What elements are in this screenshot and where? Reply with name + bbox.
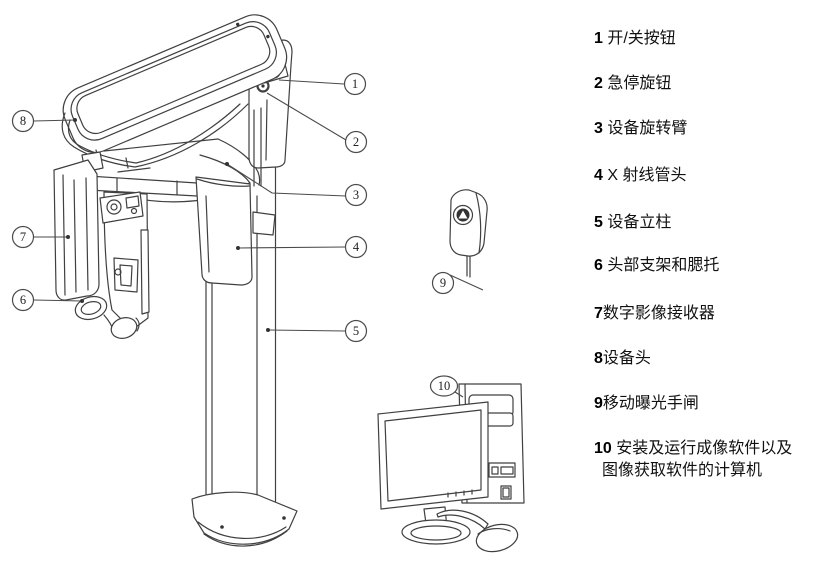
legend-label: 头部支架和腮托 [602, 257, 720, 274]
callout-6: 6 [11, 288, 35, 312]
legend-number: 7 [594, 305, 603, 322]
radiation-exposure-button-icon [452, 204, 474, 226]
legend-label: 设备立柱 [602, 214, 672, 231]
legend-label: 移动曝光手闸 [602, 395, 699, 412]
callout-3: 3 [344, 183, 368, 207]
computer-workstation [377, 383, 525, 553]
legend-item-7: 7数字影像接收器 [594, 303, 798, 325]
legend-number: 6 [594, 257, 603, 274]
legend-number: 5 [594, 214, 603, 231]
monitor [377, 401, 489, 545]
callout-5: 5 [344, 319, 368, 343]
xray-tube-head [195, 176, 276, 286]
exposure-hand-switch [449, 189, 488, 278]
legend-item-2: 2 急停旋钮 [594, 73, 798, 95]
head-support-chin-rest [74, 191, 150, 339]
legend-label: 安装及运行成像软件以及图像获取软件的计算机 [602, 440, 793, 479]
legend-number: 4 [594, 167, 603, 184]
legend-label: 数字影像接收器 [602, 305, 715, 322]
legend-label: 设备头 [602, 350, 651, 367]
digital-image-receptor [53, 151, 104, 301]
callout-1-number: 1 [352, 77, 358, 91]
callout-7-number: 7 [20, 230, 26, 244]
callout-5-number: 5 [353, 324, 359, 338]
callout-4: 4 [344, 235, 368, 259]
callout-8-number: 8 [20, 114, 26, 128]
callout-8: 8 [11, 109, 35, 133]
legend-label: 设备旋转臂 [602, 120, 688, 137]
callout-2-number: 2 [353, 135, 359, 149]
column-base [191, 491, 298, 547]
callout-7: 7 [11, 225, 35, 249]
legend-number: 10 [594, 440, 612, 457]
legend-item-4: 4 X 射线管头 [594, 165, 798, 187]
legend-item-8: 8设备头 [594, 348, 798, 370]
legend-number: 3 [594, 120, 603, 137]
legend-item-5: 5 设备立柱 [594, 212, 798, 234]
legend-item-1: 1 开/关按钮 [594, 28, 798, 50]
callout-9: 9 [431, 271, 455, 295]
callout-10-number: 10 [438, 379, 451, 393]
callout-leader-lines [33, 79, 484, 398]
legend-number: 8 [594, 350, 603, 367]
callout-10: 10 [429, 375, 459, 397]
callout-2: 2 [344, 130, 368, 154]
legend-item-10: 10 安装及运行成像软件以及图像获取软件的计算机 [594, 438, 798, 482]
legend-label: 急停旋钮 [602, 75, 672, 92]
callout-6-number: 6 [20, 293, 26, 307]
legend-item-6: 6 头部支架和腮托 [594, 255, 798, 277]
legend-number: 2 [594, 75, 603, 92]
device-head [62, 14, 288, 154]
legend-item-3: 3 设备旋转臂 [594, 118, 798, 140]
callout-1: 1 [343, 72, 367, 96]
legend-number: 9 [594, 395, 603, 412]
legend-label: X 射线管头 [602, 167, 687, 184]
callout-3-number: 3 [353, 188, 359, 202]
legend-number: 1 [594, 30, 603, 47]
legend-label: 开/关按钮 [602, 30, 676, 47]
mouse [436, 509, 519, 553]
legend-item-9: 9移动曝光手闸 [594, 393, 798, 415]
callout-9-number: 9 [440, 276, 446, 290]
callout-4-number: 4 [353, 240, 360, 254]
